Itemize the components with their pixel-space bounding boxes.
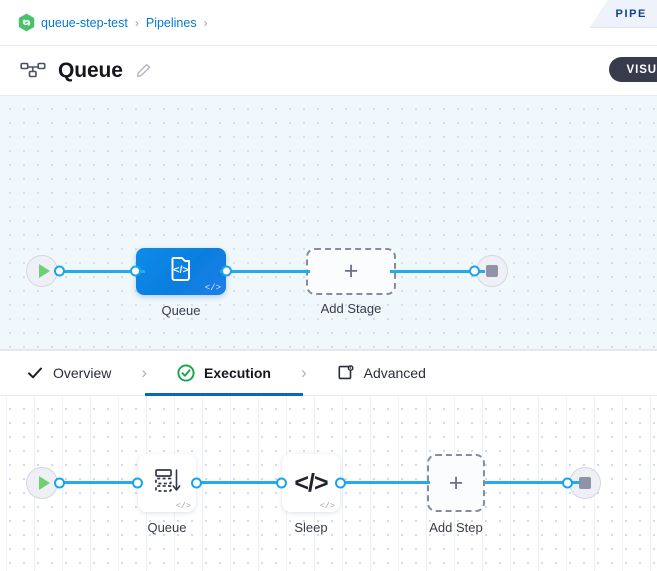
edge-start-to-queue-step [55, 481, 140, 484]
stage-queue-port-out[interactable] [221, 265, 232, 277]
stage-node-queue[interactable]: </> </> Queue [130, 248, 232, 318]
tab-pipeline-label: PIPE [615, 7, 647, 20]
edge-sleep-to-addstep [340, 481, 430, 484]
step-sleep-port-out[interactable] [335, 477, 346, 489]
add-stage-box[interactable]: + [306, 248, 396, 295]
stage-node-queue-box[interactable]: </> </> [136, 248, 226, 295]
stage-yaml-badge-icon: </> [204, 283, 221, 293]
queue-stack-arrow-icon [151, 466, 183, 501]
step-sleep-yaml-badge-icon: </> [319, 500, 335, 511]
start-node-circle [26, 255, 58, 287]
advanced-gear-icon [337, 364, 355, 382]
breadcrumb: queue-step-test › Pipelines › [18, 13, 209, 32]
step-start-node[interactable] [26, 467, 65, 499]
plus-icon: + [448, 468, 464, 497]
breadcrumb-item-pipelines[interactable]: Pipelines [145, 15, 197, 30]
visual-yaml-toggle-button[interactable]: VISU [608, 57, 657, 82]
breadcrumb-separator: › [134, 15, 139, 30]
tab-execution[interactable]: Execution [145, 350, 303, 396]
tab-chevron-icon: › [141, 363, 148, 382]
end-node-port[interactable] [469, 265, 480, 277]
step-node-sleep-label: Sleep [294, 520, 328, 535]
step-queue-yaml-badge-icon: </> [175, 500, 191, 511]
check-icon [26, 364, 44, 382]
add-step-label: Add Step [429, 520, 483, 535]
tab-overview-label: Overview [53, 365, 112, 381]
stage-queue-port-in[interactable] [130, 265, 141, 277]
start-node-circle-2 [26, 467, 58, 499]
tab-advanced[interactable]: Advanced [333, 350, 430, 396]
breadcrumb-item-project[interactable]: queue-step-test [41, 15, 128, 30]
edge-queue-to-sleep [195, 481, 285, 484]
edge-addstep-to-end [485, 481, 580, 484]
stage-start-node[interactable] [26, 255, 65, 287]
step-queue-port-in[interactable] [132, 477, 143, 489]
plus-icon: + [343, 257, 359, 285]
play-icon [38, 476, 50, 490]
step-node-sleep-box[interactable]: </> </> [282, 454, 340, 512]
tab-overview[interactable]: Overview [22, 350, 115, 396]
start-node-port[interactable] [54, 265, 65, 277]
play-icon [38, 264, 50, 278]
page-title: Queue [58, 58, 123, 82]
stage-node-queue-label: Queue [161, 303, 201, 318]
step-node-queue-box[interactable]: </> [138, 454, 196, 512]
page-header: Queue VISU [0, 46, 657, 96]
step-node-queue[interactable]: </> Queue [132, 454, 202, 535]
breadcrumb-bar: queue-step-test › Pipelines › PIPE [0, 0, 657, 46]
step-node-queue-label: Queue [147, 520, 187, 535]
edge-addstage-to-end [390, 270, 485, 273]
step-sleep-port-in[interactable] [276, 477, 287, 489]
pipeline-stage-canvas[interactable]: </> </> Queue + Add Stage [0, 96, 657, 350]
add-stage-label: Add Stage [320, 301, 382, 316]
add-step-node[interactable]: + Add Step [427, 454, 485, 535]
tab-chevron-icon-2: › [300, 363, 307, 382]
step-queue-port-out[interactable] [191, 477, 202, 489]
harness-project-icon [18, 13, 35, 32]
add-stage-node[interactable]: + Add Stage [306, 248, 396, 316]
edge-start-to-queue [55, 270, 145, 273]
tab-advanced-label: Advanced [363, 365, 426, 381]
svg-text:</>: </> [173, 264, 188, 276]
step-start-port[interactable] [54, 477, 65, 489]
breadcrumb-separator-trailing: › [203, 15, 208, 30]
tab-pipeline-studio[interactable]: PIPE [589, 0, 657, 28]
step-end-port[interactable] [562, 477, 573, 489]
step-node-sleep[interactable]: </> </> Sleep [276, 454, 346, 535]
execution-step-canvas[interactable]: </> Queue </> </> Sleep + Add Step [0, 396, 657, 571]
stop-square-icon [579, 477, 591, 489]
edge-queue-to-addstage [220, 270, 310, 273]
tab-execution-label: Execution [204, 365, 271, 381]
pencil-icon[interactable] [136, 63, 151, 78]
custom-stage-code-icon: </> [166, 255, 196, 288]
check-circle-icon [177, 364, 195, 382]
add-step-box[interactable]: + [427, 454, 485, 512]
stop-square-icon [486, 265, 498, 277]
code-brackets-icon: </> [294, 468, 328, 497]
pipeline-hierarchy-icon [20, 59, 46, 83]
stage-config-tabs[interactable]: Overview › Execution › Advanced [0, 350, 657, 396]
